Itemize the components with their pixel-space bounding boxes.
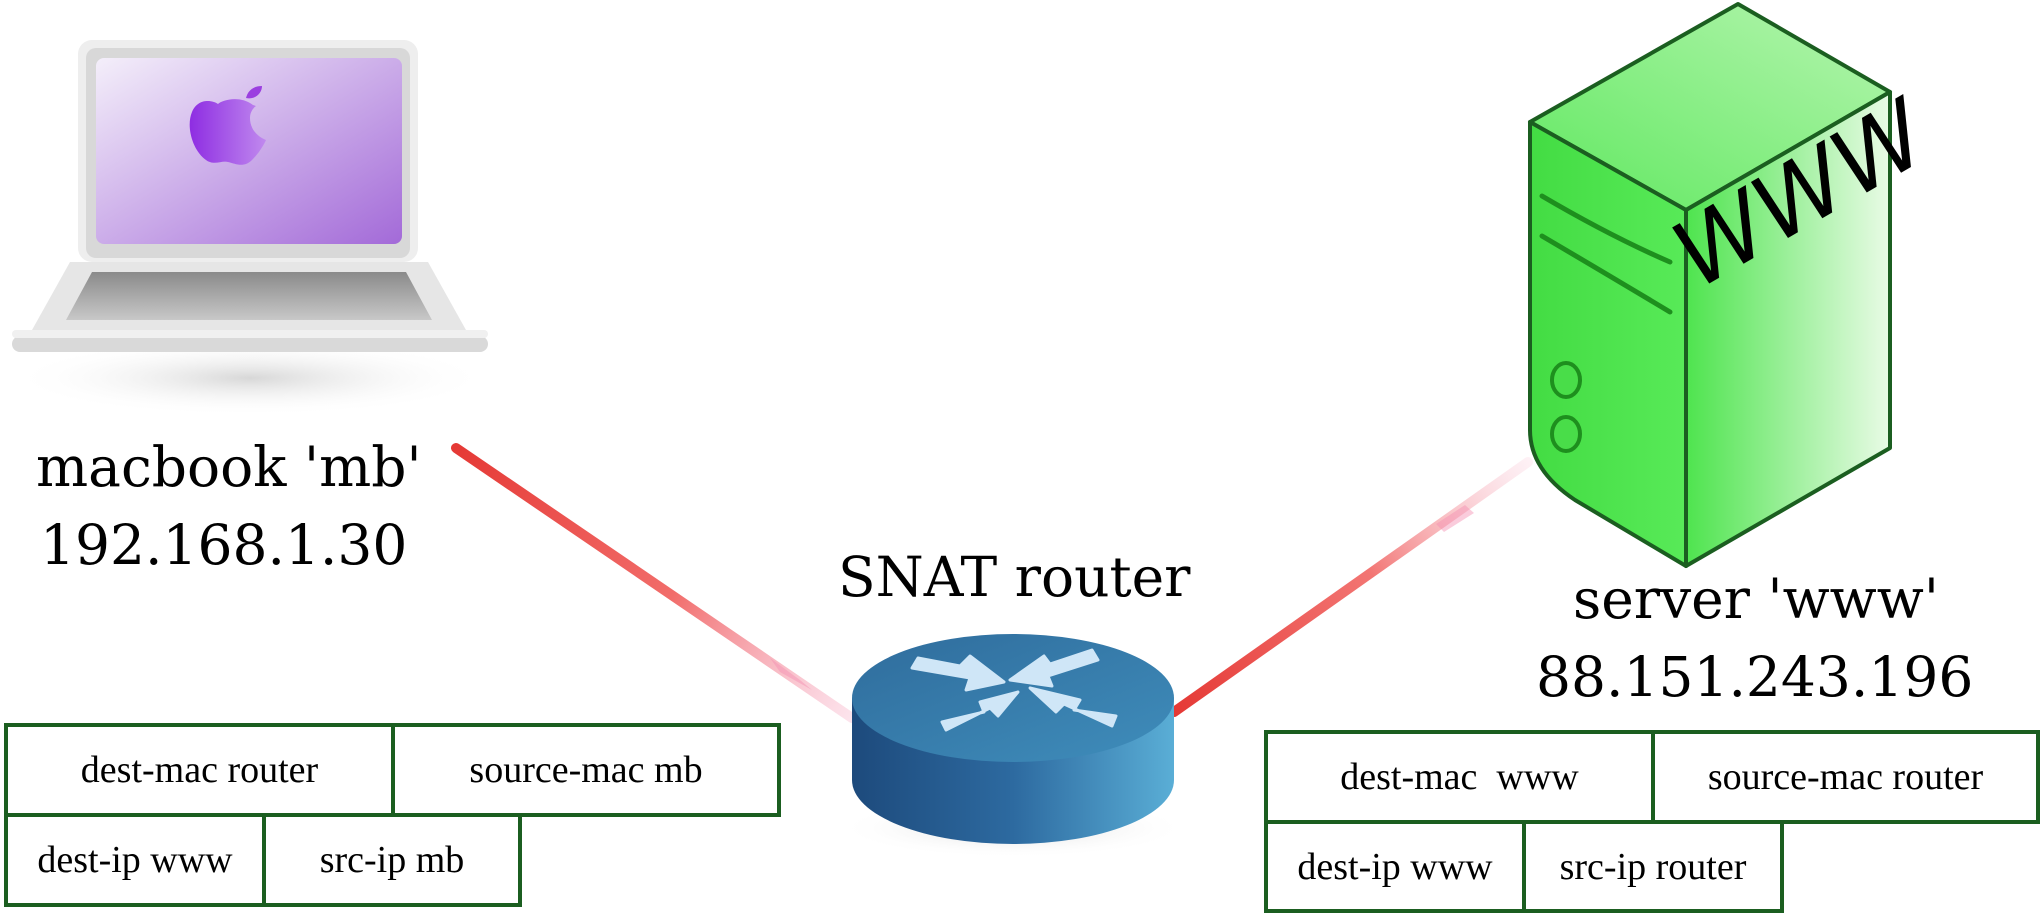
left-dest-ip-cell: dest-ip www	[4, 813, 266, 907]
apple-logo-icon	[189, 86, 266, 165]
link-marker-left	[770, 658, 812, 690]
left-src-ip-text: src-ip mb	[319, 839, 465, 881]
laptop-icon	[10, 40, 490, 416]
right-dest-ip-text: dest-ip www	[1297, 845, 1493, 888]
right-src-ip-text: src-ip router	[1559, 845, 1747, 888]
link-laptop-router	[451, 443, 857, 723]
laptop-name-label: macbook 'mb'	[36, 435, 422, 499]
router-name-label: SNAT router	[838, 545, 1191, 609]
server-ip-label: 88.151.243.196	[1536, 645, 1974, 709]
link-marker-right	[1436, 505, 1474, 532]
laptop-ip-label: 192.168.1.30	[40, 513, 408, 577]
server-icon: WWW	[1528, 2, 1948, 568]
router-arrows-icon	[910, 648, 1118, 732]
server-name-label: server 'www'	[1573, 567, 1939, 631]
left-src-ip-cell: src-ip mb	[262, 813, 522, 907]
right-src-ip-cell: src-ip router	[1522, 820, 1784, 913]
right-dest-mac-cell: dest-mac www	[1264, 730, 1655, 824]
router-icon	[838, 634, 1188, 858]
left-dest-mac-text: dest-mac router	[80, 749, 319, 791]
left-dest-ip-text: dest-ip www	[37, 839, 233, 881]
right-dest-ip-cell: dest-ip www	[1264, 820, 1526, 913]
left-source-mac-text: source-mac mb	[469, 749, 703, 791]
right-source-mac-text: source-mac router	[1707, 756, 1984, 798]
right-source-mac-cell: source-mac router	[1651, 730, 2040, 824]
link-router-server	[1169, 457, 1533, 717]
right-dest-mac-text: dest-mac www	[1340, 756, 1579, 798]
left-source-mac-cell: source-mac mb	[391, 723, 781, 817]
left-dest-mac-cell: dest-mac router	[4, 723, 395, 817]
